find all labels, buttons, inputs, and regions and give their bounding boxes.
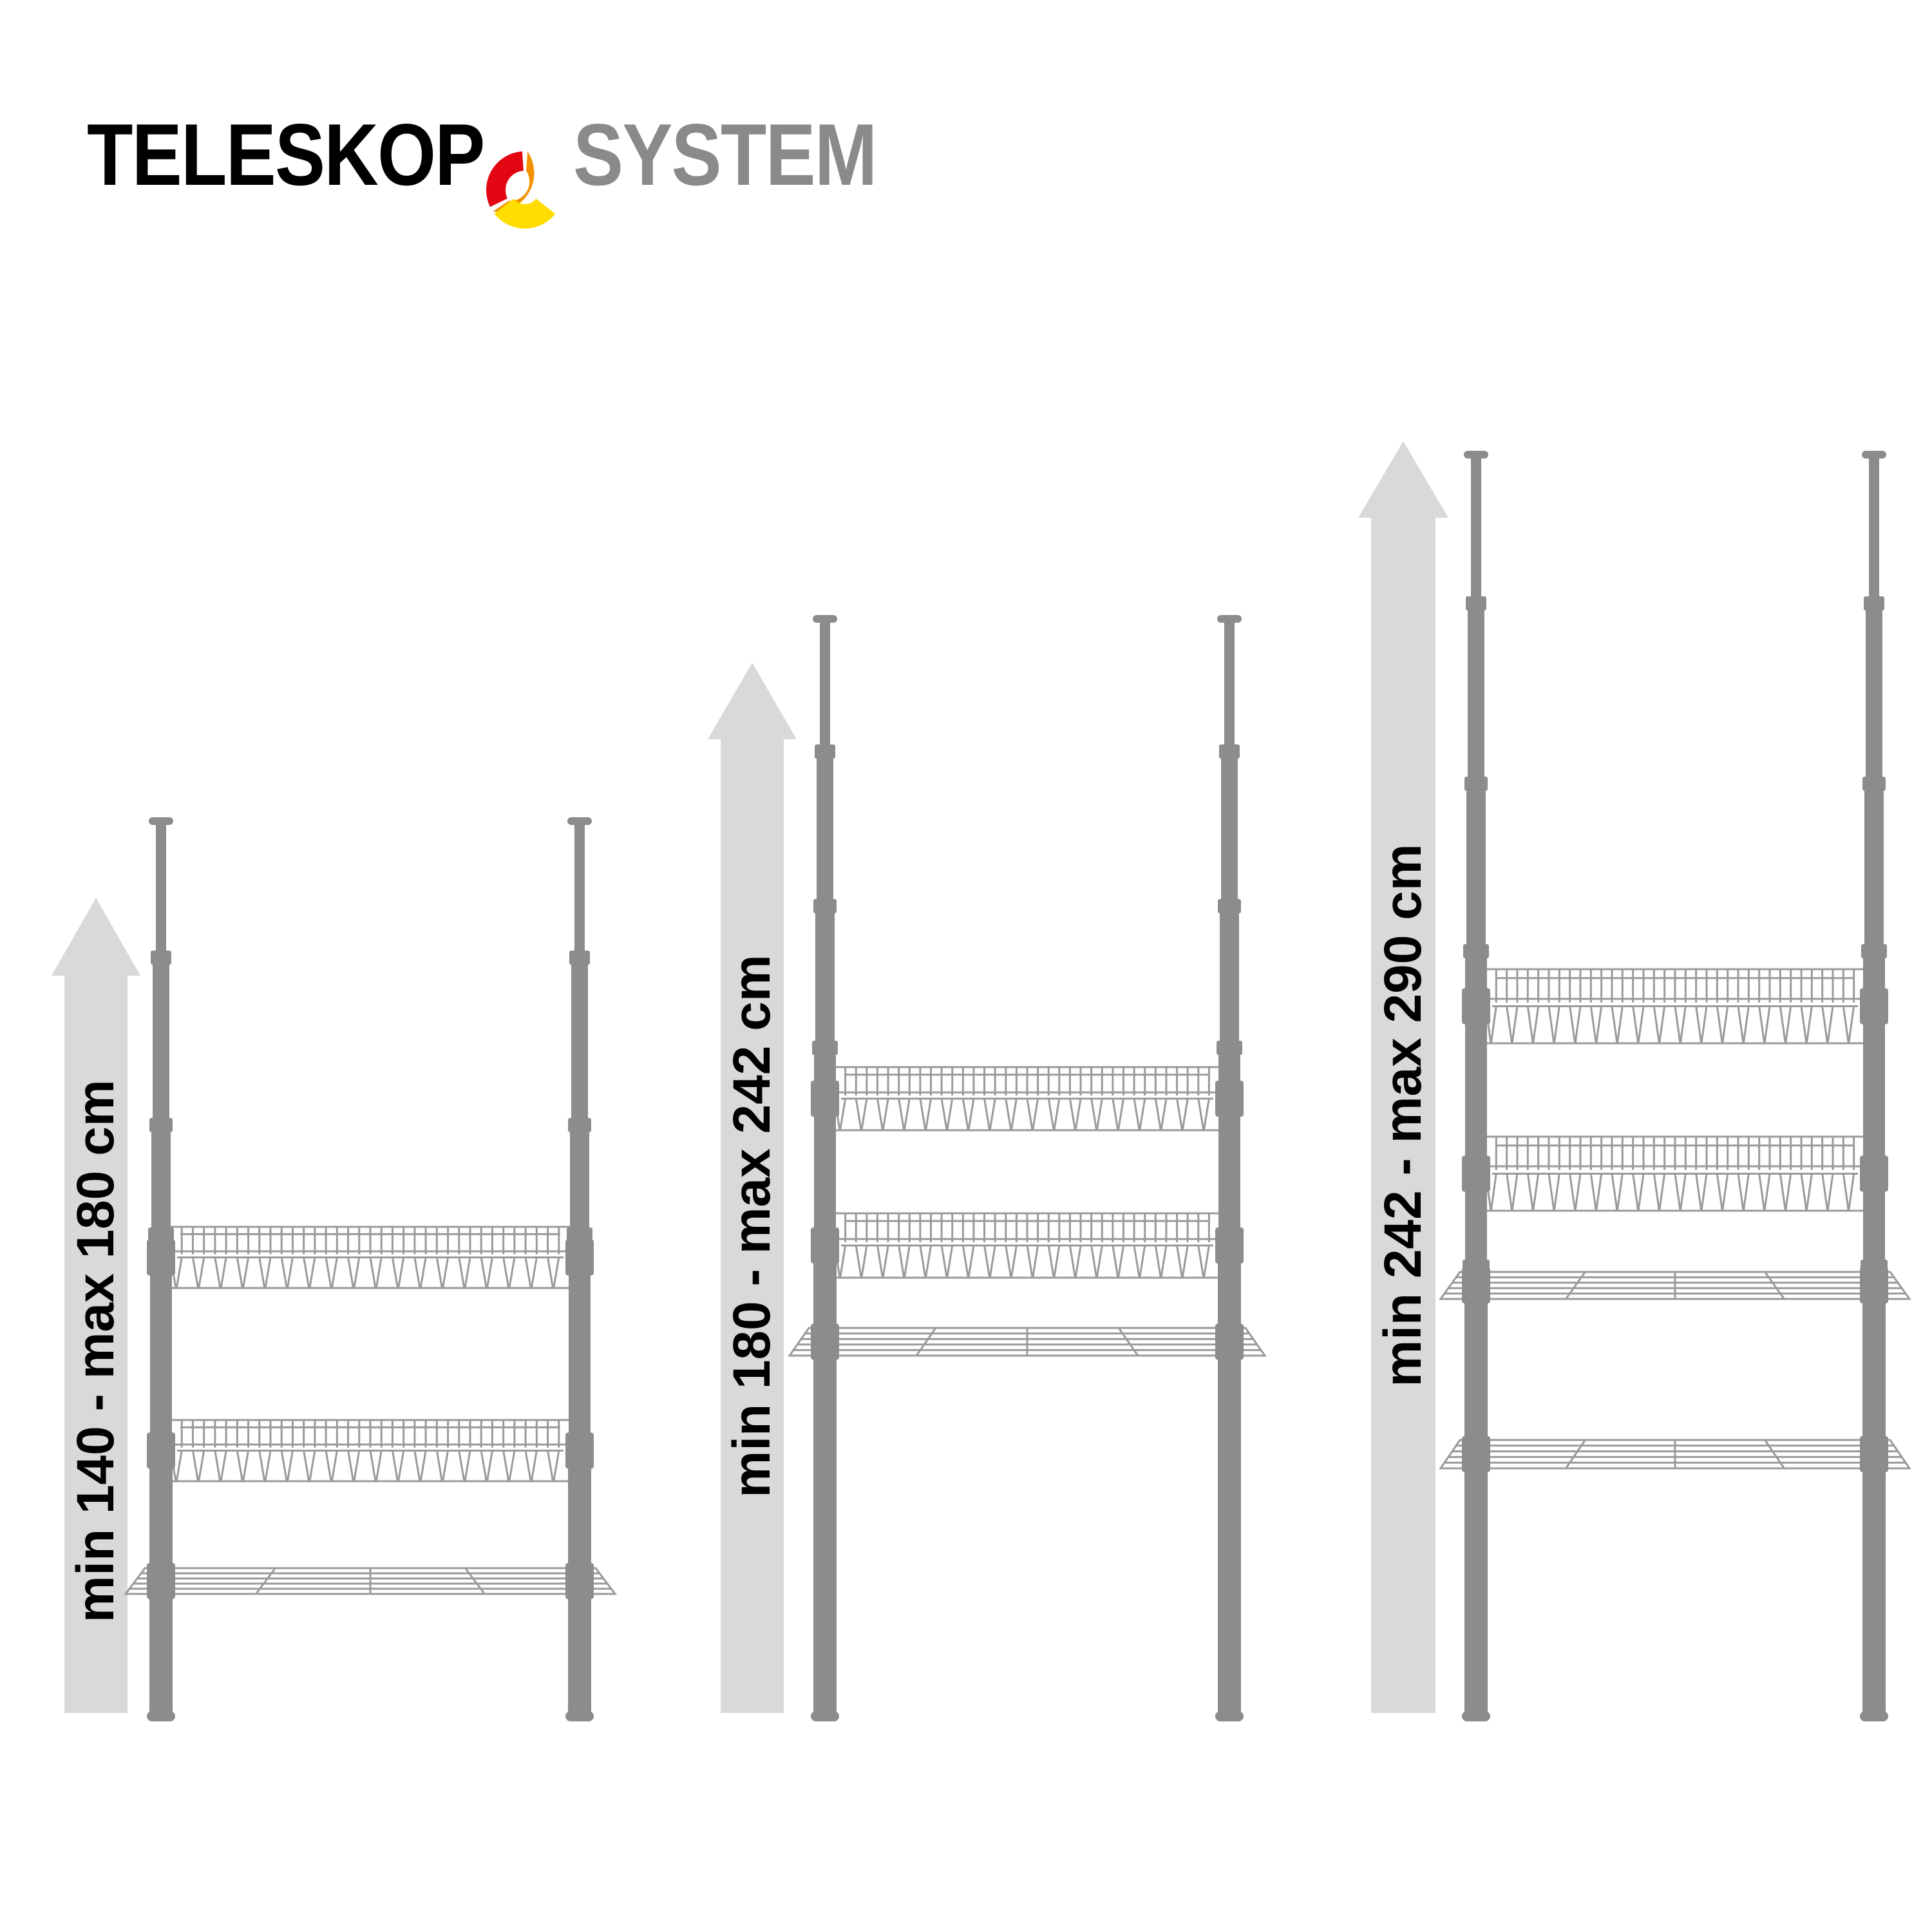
- flat-wire-shelf: [124, 1567, 617, 1595]
- wire-basket: [817, 1212, 1237, 1279]
- wire-basket: [1468, 968, 1882, 1045]
- pole-joint: [1466, 596, 1486, 611]
- pole-joint: [1463, 944, 1489, 958]
- shelf-clamp: [1215, 1323, 1244, 1360]
- height-range-label-3: min 242 - max 290 cm: [1374, 844, 1432, 1387]
- shelf-clamp: [1462, 1155, 1490, 1192]
- pole-joint: [813, 899, 837, 913]
- shelf-clamp: [1860, 1267, 1888, 1303]
- pole-joint: [567, 1227, 592, 1242]
- pole-foot: [1462, 1711, 1490, 1721]
- shelf-variant-2: [708, 615, 1267, 1721]
- height-range-label-2: min 180 - max 242 cm: [723, 954, 781, 1498]
- pole-joint: [1219, 744, 1240, 759]
- height-arrow-icon: [1358, 441, 1448, 1713]
- shelf-clamp: [1462, 988, 1490, 1025]
- height-arrow-icon: [708, 663, 797, 1713]
- wire-basket: [817, 1066, 1237, 1132]
- logo-word-system: SYSTEM: [573, 106, 877, 204]
- shelf-variant-1: [52, 817, 617, 1721]
- telescopic-pole: [1215, 615, 1244, 1721]
- shelf-clamp: [1860, 988, 1888, 1025]
- ring-segment-yellow: [494, 198, 556, 229]
- pole-joint: [1218, 899, 1241, 913]
- logo-ring-icon: [486, 151, 556, 229]
- wire-basket: [1468, 1135, 1882, 1212]
- shelf-clamp: [147, 1239, 175, 1276]
- shelf-clamp: [1462, 1436, 1490, 1472]
- shelf-clamp: [1462, 1267, 1490, 1303]
- shelf-clamp: [811, 1323, 839, 1360]
- pole-joint: [569, 951, 590, 965]
- pole-foot: [1215, 1711, 1244, 1721]
- shelf-clamp: [565, 1239, 594, 1276]
- shelf-clamp: [1215, 1081, 1244, 1117]
- pole-joint: [1217, 1041, 1242, 1055]
- pole-joint: [812, 1041, 838, 1055]
- pole-joint: [815, 744, 835, 759]
- pole-joint: [1861, 944, 1887, 958]
- shelf-clamp: [147, 1432, 175, 1469]
- logo-word-teleskop: TELESKOP: [87, 106, 485, 204]
- pole-joint: [149, 1118, 173, 1132]
- shelf-clamp: [1860, 1436, 1888, 1472]
- pole-joint: [148, 1227, 174, 1242]
- shelf-clamp: [1215, 1227, 1244, 1264]
- flat-wire-shelf: [788, 1327, 1267, 1357]
- telescopic-pole: [1462, 451, 1490, 1721]
- pole-foot: [565, 1711, 594, 1721]
- flat-wire-shelf: [1439, 1271, 1911, 1300]
- pole-joint: [1464, 777, 1488, 791]
- pole-joint: [151, 951, 171, 965]
- ring-segment-orange: [493, 151, 535, 212]
- flat-wire-shelf: [1439, 1439, 1911, 1470]
- height-range-label-1: min 140 - max 180 cm: [66, 1079, 125, 1623]
- shelf-clamp: [565, 1432, 594, 1469]
- shelf-clamp: [147, 1563, 175, 1599]
- pole-joint: [1864, 596, 1884, 611]
- ring-segment-red: [486, 151, 524, 207]
- pole-foot: [811, 1711, 839, 1721]
- shelf-clamp: [811, 1081, 839, 1117]
- pole-foot: [147, 1711, 175, 1721]
- shelf-variant-3: [1358, 441, 1911, 1721]
- telescopic-pole: [147, 817, 175, 1721]
- pole-joint: [1862, 777, 1886, 791]
- height-arrow-icon: [52, 898, 140, 1713]
- pole-joint: [568, 1118, 591, 1132]
- wire-basket: [153, 1226, 587, 1289]
- wire-basket: [153, 1419, 587, 1482]
- shelf-clamp: [1860, 1155, 1888, 1192]
- telescopic-pole: [811, 615, 839, 1721]
- shelf-clamp: [811, 1227, 839, 1264]
- shelf-clamp: [565, 1563, 594, 1599]
- telescopic-pole: [565, 817, 594, 1721]
- telescopic-pole: [1860, 451, 1888, 1721]
- pole-foot: [1860, 1711, 1888, 1721]
